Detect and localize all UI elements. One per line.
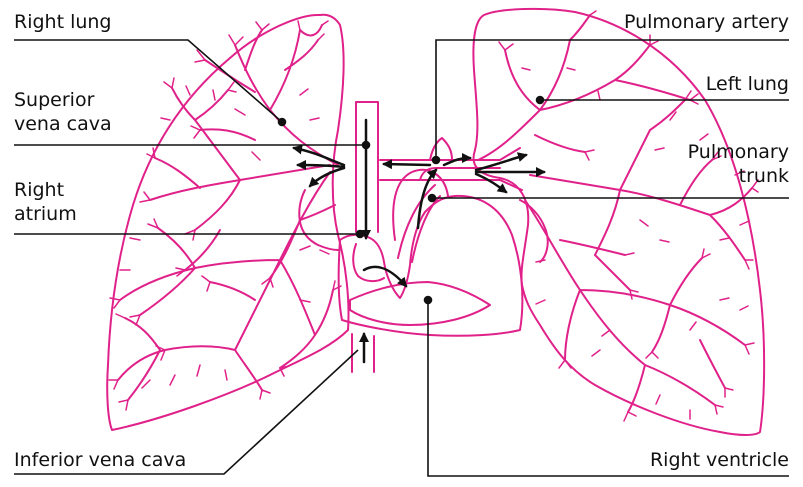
ra-to-rv-arrow [364,267,406,286]
label-svc-line1: Superior [14,88,112,112]
label-inferior-vena-cava: Inferior vena cava [14,448,186,472]
label-right-atrium-line1: Right [14,178,77,202]
right-lung-bronchi [118,25,338,400]
label-left-lung: Left lung [706,72,789,96]
leader-dot-svc [363,142,370,149]
right-lung-outline [107,15,348,430]
label-right-lung: Right lung [14,10,112,34]
left-branch-arrow [384,164,430,165]
leader-lines [14,40,789,476]
to-right-lung-arrow-up [294,148,344,165]
right-lung [107,15,348,430]
label-left-lung-text: Left lung [706,72,789,96]
leader-dot-left-lung [537,97,544,104]
leader-dot-right-ventricle [425,297,432,304]
label-trunk-line1: Pulmonary [688,140,789,164]
label-right-ventricle-text: Right ventricle [650,448,789,472]
leader-dot-right-atrium [357,231,364,238]
leader-dot-pulmonary-trunk [429,195,436,202]
label-right-lung-text: Right lung [14,10,112,34]
label-svc-line2: vena cava [14,112,112,136]
label-trunk-line2: trunk [688,164,789,188]
right-lung-twigs [109,21,341,410]
label-superior-vena-cava: Superior vena cava [14,88,112,136]
right-ventricle-chamber [350,282,490,325]
label-right-atrium-line2: atrium [14,202,77,226]
label-right-atrium: Right atrium [14,178,77,226]
label-pulmonary-trunk: Pulmonary trunk [688,140,789,188]
leader-dot-right-lung [279,119,286,126]
label-pulmonary-artery-text: Pulmonary artery [624,10,789,34]
label-right-ventricle: Right ventricle [650,448,789,472]
leader-dot-pulmonary-artery [433,157,440,164]
label-pulmonary-artery: Pulmonary artery [624,10,789,34]
label-ivc-text: Inferior vena cava [14,448,186,472]
